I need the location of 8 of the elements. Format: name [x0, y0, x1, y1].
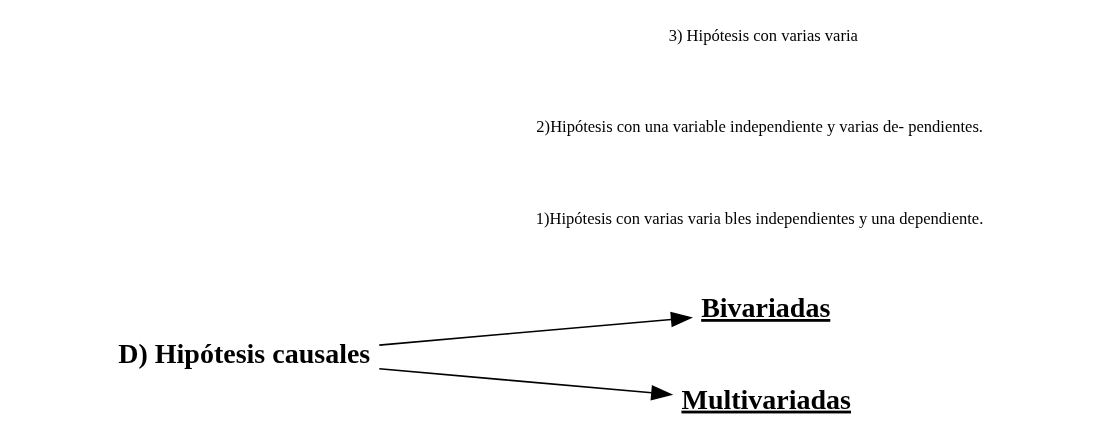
label: 2)Hipótesis con una variable independiente y varias de- pendientes.: [536, 117, 984, 137]
label: 1)Hipótesis con varias varia bles independientes y una dependiente.: [535, 208, 984, 228]
arrow: [378, 368, 674, 401]
arrow: [378, 311, 693, 346]
node-text: D) Hipótesis causales: [118, 337, 371, 369]
node-text: Bivariadas: [701, 291, 831, 323]
label: 3) Hipótesis con varias varia: [668, 25, 858, 45]
node-text: Multivariadas: [681, 383, 852, 415]
